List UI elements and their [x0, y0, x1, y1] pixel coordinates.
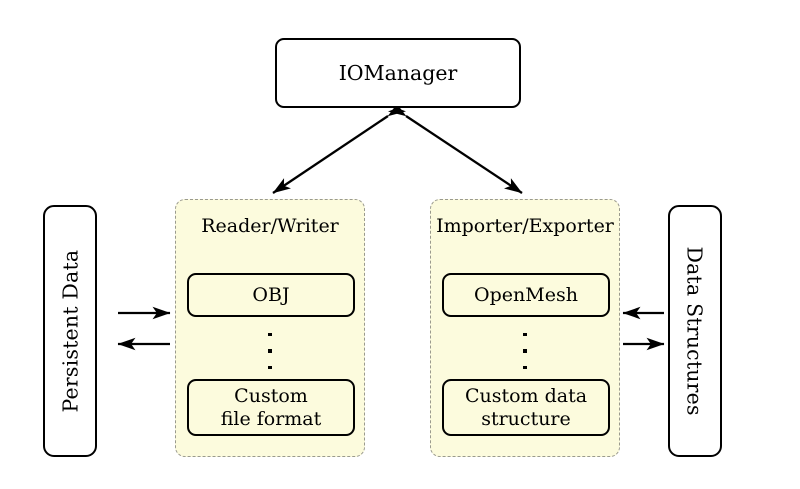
reader-writer-item-custom-file-format[interactable]: Custom file format	[187, 379, 355, 436]
importer-exporter-vertical-ellipsis-icon	[431, 330, 619, 372]
reader-writer-item-obj-label: OBJ	[252, 283, 290, 306]
connector-iomanager-importer-exporter	[388, 101, 523, 194]
persistent-data-node[interactable]: Persistent Data	[43, 205, 97, 457]
iomanager-label: IOManager	[338, 60, 458, 85]
connector-iomanager-reader-writer	[272, 101, 406, 194]
reader-writer-group-title: Reader/Writer	[201, 215, 339, 237]
importer-exporter-item-openmesh-label: OpenMesh	[474, 283, 578, 306]
importer-exporter-item-custom-data-structure-label: Custom data structure	[465, 385, 587, 431]
reader-writer-vertical-ellipsis-icon	[176, 330, 364, 372]
importer-exporter-item-openmesh[interactable]: OpenMesh	[442, 273, 610, 317]
custom-file-format-line2: file format	[220, 407, 322, 430]
custom-data-structure-line2: structure	[481, 407, 571, 430]
importer-exporter-group[interactable]: Importer/Exporter OpenMesh Custom data s…	[430, 199, 620, 457]
reader-writer-item-obj[interactable]: OBJ	[187, 273, 355, 317]
data-structures-node[interactable]: Data Structures	[668, 205, 722, 457]
reader-writer-group[interactable]: Reader/Writer OBJ Custom file format	[175, 199, 365, 457]
data-structures-label: Data Structures	[683, 246, 708, 416]
persistent-data-label: Persistent Data	[57, 249, 82, 413]
custom-data-structure-line1: Custom data	[464, 384, 588, 407]
iomanager-node[interactable]: IOManager	[275, 38, 521, 108]
reader-writer-item-custom-file-format-label: Custom file format	[221, 385, 322, 431]
custom-file-format-line1: Custom	[234, 384, 308, 407]
importer-exporter-item-custom-data-structure[interactable]: Custom data structure	[442, 379, 610, 436]
importer-exporter-group-title: Importer/Exporter	[436, 215, 614, 237]
